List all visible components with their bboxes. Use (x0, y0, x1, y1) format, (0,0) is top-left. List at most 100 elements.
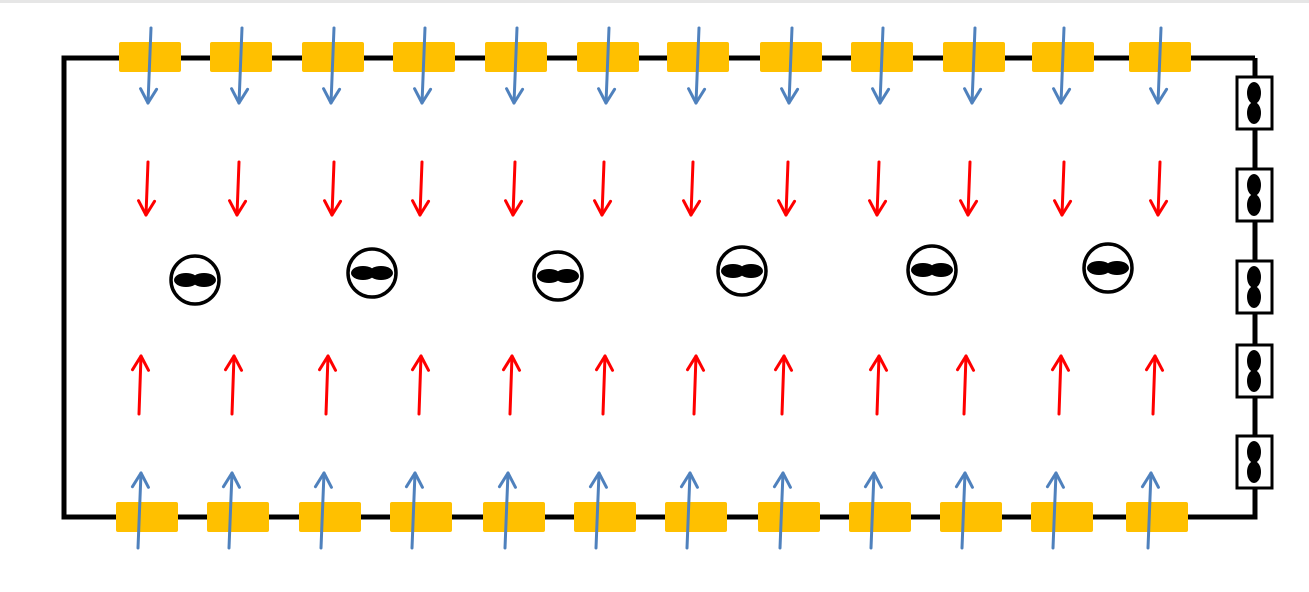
field-arrow-down-head (504, 199, 524, 217)
field-arrow-down (1149, 160, 1169, 217)
top-magnet-arrow-head (871, 87, 891, 105)
center-element-lobe (911, 263, 935, 277)
bottom-magnet-arrow (313, 471, 333, 550)
bottom-magnet (758, 502, 820, 532)
field-arrow-down (1053, 160, 1073, 217)
side-element (1235, 75, 1274, 131)
bottom-magnet-arrow-head (588, 471, 608, 489)
field-arrow-up (224, 354, 244, 416)
bottom-magnet-arrow-head (497, 471, 517, 489)
bottom-magnet-arrow (497, 471, 517, 550)
top-magnet-arrow-head (780, 87, 800, 105)
field-arrow-up-shaft (137, 354, 143, 416)
side-element (1235, 259, 1274, 315)
center-element (716, 245, 768, 297)
side-element (1235, 167, 1274, 223)
field-arrow-down-shaft (1156, 160, 1162, 217)
field-arrow-up-shaft (230, 354, 236, 416)
top-magnet-arrow-shaft (694, 26, 701, 105)
field-arrow-down-head (593, 199, 613, 217)
top-magnet-arrow (1149, 26, 1169, 105)
top-magnet-arrow-head (139, 87, 159, 105)
bottom-magnet-arrow-shaft (960, 471, 967, 550)
top-magnet-arrow-head (505, 87, 525, 105)
top-magnet-arrow-shaft (329, 26, 336, 105)
top-magnet-arrow-shaft (237, 26, 244, 105)
center-element-lobe (351, 266, 375, 280)
field-arrow-up-head (869, 354, 889, 372)
field-arrow-down-head (777, 199, 797, 217)
field-arrow-up-head (956, 354, 976, 372)
field-arrow-up-head (686, 354, 706, 372)
top-magnet-arrow (1052, 26, 1072, 105)
bottom-magnet (1031, 502, 1093, 532)
center-element (169, 254, 221, 306)
bottom-magnet-arrow-head (1140, 471, 1160, 489)
top-magnet-arrow-head (963, 87, 983, 105)
bottom-magnet-arrow-shaft (1146, 471, 1153, 550)
center-element-lobe (192, 273, 216, 287)
field-arrow-down-shaft (418, 160, 424, 217)
field-arrow-down (682, 160, 702, 217)
bottom-magnet-arrow-shaft (869, 471, 876, 550)
bottom-magnet-arrow (588, 471, 608, 550)
bottom-magnet-arrow-shaft (685, 471, 692, 550)
center-element (1082, 242, 1134, 294)
side-element-lobe (1247, 194, 1261, 216)
center-element-lobe (555, 269, 579, 283)
field-arrow-up (956, 354, 976, 416)
bottom-magnet (299, 502, 361, 532)
field-arrow-down-shaft (784, 160, 790, 217)
top-magnet-arrow (687, 26, 707, 105)
top-magnet-arrow (139, 26, 159, 105)
field-arrow-up (131, 354, 151, 416)
center-element-lobe (174, 273, 198, 287)
center-element-lobe (929, 263, 953, 277)
top-magnet-arrow-head (597, 87, 617, 105)
field-arrow-down-head (137, 199, 157, 217)
field-arrow-down-head (682, 199, 702, 217)
bottom-magnet-arrow (863, 471, 883, 550)
bottom-magnet-arrow-head (679, 471, 699, 489)
bottom-magnet-arrow (772, 471, 792, 550)
field-arrow-down-head (868, 199, 888, 217)
field-arrow-down-shaft (689, 160, 695, 217)
field-arrow-down (411, 160, 431, 217)
center-element-lobe (721, 264, 745, 278)
bottom-magnet-arrow (954, 471, 974, 550)
field-arrow-up-head (411, 354, 431, 372)
field-arrow-up-head (595, 354, 615, 372)
side-element-lobe (1247, 174, 1261, 196)
top-magnet-arrow-head (322, 87, 342, 105)
field-arrow-down (868, 160, 888, 217)
field-arrow-up-head (131, 354, 151, 372)
bottom-magnet (849, 502, 911, 532)
bottom-magnet-arrow-head (221, 471, 241, 489)
field-arrow-down-head (323, 199, 343, 217)
bottom-magnet-arrow-shaft (136, 471, 143, 550)
bottom-magnet-arrow-head (863, 471, 883, 489)
bottom-magnet (1126, 502, 1188, 532)
bottom-magnet (207, 502, 269, 532)
bottom-magnet-arrow (1140, 471, 1160, 550)
top-magnet-arrow-head (413, 87, 433, 105)
center-element-lobe (369, 266, 393, 280)
bottom-magnet-arrow (679, 471, 699, 550)
top-magnet-arrow (597, 26, 617, 105)
side-element-lobe (1247, 266, 1261, 288)
bottom-magnet (665, 502, 727, 532)
field-arrow-up-shaft (324, 354, 330, 416)
top-magnet-arrow (322, 26, 342, 105)
center-element-lobe (1105, 261, 1129, 275)
bottom-magnet (574, 502, 636, 532)
field-arrow-up (869, 354, 889, 416)
bottom-magnet-arrow (404, 471, 424, 550)
field-arrow-up-head (774, 354, 794, 372)
top-magnet-arrow-shaft (146, 26, 153, 105)
top-magnet-arrow-shaft (878, 26, 885, 105)
field-arrow-up-shaft (417, 354, 423, 416)
bottom-magnet-arrow-shaft (410, 471, 417, 550)
field-arrow-down-shaft (511, 160, 517, 217)
top-magnet-arrow-shaft (420, 26, 427, 105)
